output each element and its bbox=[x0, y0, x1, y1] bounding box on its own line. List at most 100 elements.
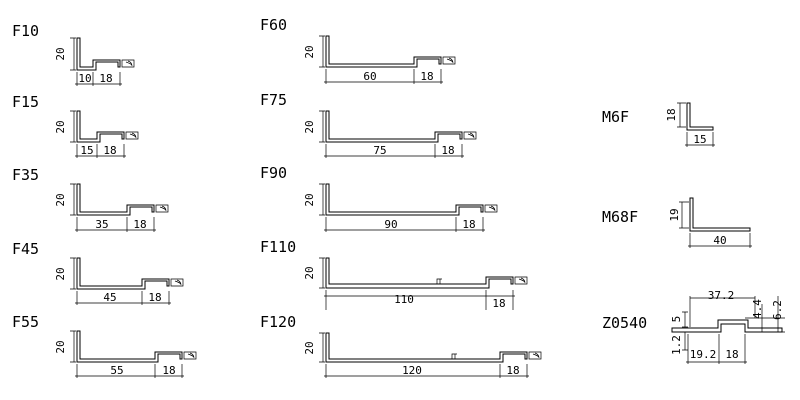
profile-outline bbox=[76, 37, 121, 71]
dim-width: 90 bbox=[384, 218, 397, 231]
profile-name: F60 bbox=[260, 16, 287, 34]
dim-width: 35 bbox=[95, 218, 108, 231]
profile-name: F110 bbox=[260, 238, 296, 256]
end-clip bbox=[155, 204, 169, 213]
end-clip bbox=[528, 351, 542, 360]
dim-width: 120 bbox=[402, 364, 422, 377]
zprofile-z0540: Z0540 37.2 5 4.4 6.2 1.2 19.2 18 bbox=[602, 289, 785, 364]
profile-name: F45 bbox=[12, 240, 39, 258]
dim-top-width: 37.2 bbox=[708, 289, 735, 302]
dimension-lines bbox=[70, 257, 171, 305]
end-clip bbox=[463, 131, 477, 140]
profile-f75: F75 20 75 18 bbox=[260, 91, 477, 158]
dimension-lines bbox=[319, 110, 464, 158]
dim-width: 40 bbox=[713, 234, 726, 247]
end-clip bbox=[484, 204, 498, 213]
profile-outline bbox=[76, 257, 170, 290]
profile-f60: F60 20 60 18 bbox=[260, 16, 456, 84]
profile-name: F55 bbox=[12, 313, 39, 331]
dimension-lines bbox=[70, 37, 122, 86]
angle-m6f: M6F 18 15 bbox=[602, 102, 715, 147]
notch bbox=[436, 278, 442, 284]
end-clip bbox=[442, 56, 456, 65]
dim-height: 18 bbox=[665, 108, 678, 121]
dimension-lines bbox=[70, 110, 126, 158]
profile-f45: F45 20 45 18 bbox=[12, 240, 184, 305]
notch bbox=[451, 353, 457, 359]
profile-outline bbox=[76, 183, 155, 216]
profile-f10: F10 20 10 18 bbox=[12, 22, 135, 86]
dim-height: 20 bbox=[54, 193, 67, 206]
dim-lip: 18 bbox=[492, 297, 505, 310]
dim-lip: 18 bbox=[133, 218, 146, 231]
dim-height: 19 bbox=[668, 208, 681, 221]
profile-outline bbox=[686, 102, 714, 131]
angle-m68f: M68F 19 40 bbox=[602, 197, 752, 248]
end-clip bbox=[514, 276, 528, 285]
dim-height: 20 bbox=[303, 45, 316, 58]
end-clip bbox=[170, 278, 184, 287]
profile-name: F90 bbox=[260, 164, 287, 182]
dim-width: 15 bbox=[80, 144, 93, 157]
dim-right-height-b: 6.2 bbox=[771, 300, 784, 320]
dim-width: 110 bbox=[394, 293, 414, 306]
dim-width: 15 bbox=[693, 133, 706, 146]
dimension-lines bbox=[70, 183, 156, 232]
dim-bottom-height: 1.2 bbox=[670, 335, 683, 355]
dim-height: 20 bbox=[54, 47, 67, 60]
dim-height: 20 bbox=[54, 120, 67, 133]
dim-bottom-widths bbox=[686, 334, 747, 364]
dimension-lines bbox=[677, 102, 715, 147]
profile-name: F15 bbox=[12, 93, 39, 111]
profile-name: F10 bbox=[12, 22, 39, 40]
end-clip bbox=[125, 131, 139, 140]
dim-height: 20 bbox=[303, 120, 316, 133]
profile-outline bbox=[325, 257, 514, 289]
dim-lip: 18 bbox=[148, 291, 161, 304]
dim-width: 55 bbox=[110, 364, 123, 377]
dim-lip: 18 bbox=[162, 364, 175, 377]
dim-lip: 18 bbox=[99, 72, 112, 85]
dim-bottom-height bbox=[682, 331, 688, 351]
profile-outline bbox=[325, 183, 484, 216]
dimension-lines bbox=[319, 257, 515, 310]
profile-f90: F90 20 90 18 bbox=[260, 164, 498, 232]
dimension-lines bbox=[70, 330, 184, 378]
dim-height: 20 bbox=[54, 340, 67, 353]
profile-f15: F15 20 15 18 bbox=[12, 93, 139, 158]
dim-width: 45 bbox=[103, 291, 116, 304]
dimension-lines bbox=[679, 201, 752, 248]
dim-lip: 18 bbox=[441, 144, 454, 157]
dim-top bbox=[689, 296, 756, 327]
dim-width: 60 bbox=[363, 70, 376, 83]
profile-name: F120 bbox=[260, 313, 296, 331]
end-clip bbox=[121, 59, 135, 68]
profile-f120: F120 20 120 18 bbox=[260, 313, 542, 378]
dim-width: 75 bbox=[373, 144, 386, 157]
dim-lip: 18 bbox=[506, 364, 519, 377]
dimension-lines bbox=[319, 183, 485, 232]
dimension-lines bbox=[319, 35, 443, 84]
profile-name: F75 bbox=[260, 91, 287, 109]
dim-height: 20 bbox=[303, 266, 316, 279]
profile-f35: F35 20 35 18 bbox=[12, 166, 169, 232]
profile-f55: F55 20 55 18 bbox=[12, 313, 197, 378]
dim-height: 20 bbox=[303, 193, 316, 206]
dim-lip: 18 bbox=[420, 70, 433, 83]
profile-outline bbox=[671, 319, 783, 333]
profile-f110: F110 20 110 18 bbox=[260, 238, 528, 310]
end-clip bbox=[183, 351, 197, 360]
profile-name: M6F bbox=[602, 108, 629, 126]
profile-outline bbox=[76, 330, 183, 363]
dim-left-height: 5 bbox=[670, 316, 683, 323]
profile-outline bbox=[76, 110, 125, 143]
dimension-lines bbox=[319, 332, 529, 378]
dim-bottom-width-a: 19.2 bbox=[690, 348, 717, 361]
dim-width: 10 bbox=[78, 72, 91, 85]
dim-right-heights bbox=[745, 296, 785, 333]
profile-outline bbox=[325, 35, 442, 68]
profile-name: Z0540 bbox=[602, 314, 647, 332]
profile-outline bbox=[689, 197, 751, 232]
dim-height: 20 bbox=[54, 267, 67, 280]
